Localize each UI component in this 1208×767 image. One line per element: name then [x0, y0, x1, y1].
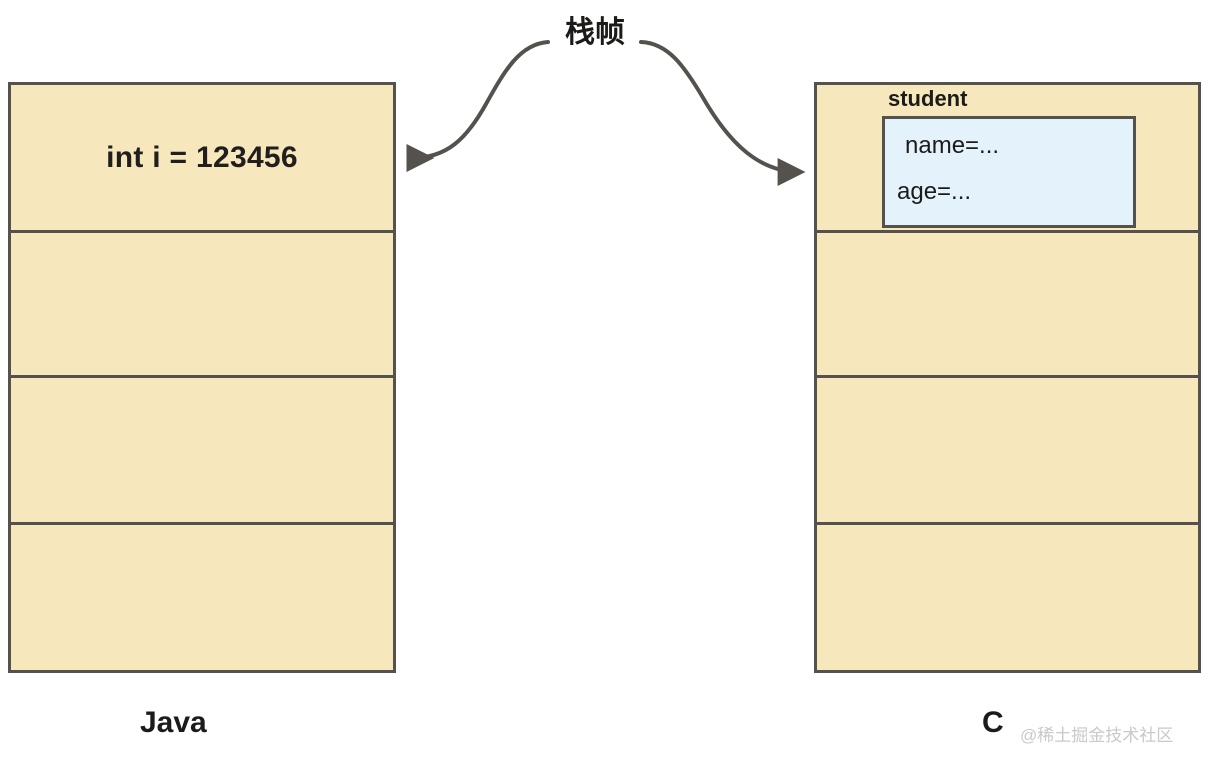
- java-stack-row-4: [11, 525, 393, 670]
- java-stack-row-1-text: int i = 123456: [106, 140, 298, 174]
- java-stack-row-2: [11, 233, 393, 378]
- c-caption: C: [982, 706, 1004, 739]
- java-stack-row-1: int i = 123456: [11, 85, 393, 233]
- student-field-name: name=...: [905, 132, 1000, 159]
- c-stack-row-3: [817, 378, 1198, 525]
- java-stack-row-3: [11, 378, 393, 525]
- arrow-to-c-frame: [639, 40, 806, 186]
- java-stack-frame-container: int i = 123456: [8, 82, 396, 673]
- student-object-group: student name=... age=...: [882, 86, 1138, 228]
- watermark-text: @稀土掘金技术社区: [1020, 726, 1174, 745]
- c-stack-row-4: [817, 525, 1198, 670]
- arrow-to-java-frame: [406, 40, 550, 173]
- student-field-age: age=...: [897, 178, 972, 205]
- java-caption: Java: [140, 706, 207, 739]
- student-object-title: student: [888, 86, 968, 111]
- c-stack-row-2: [817, 233, 1198, 378]
- student-object-fields-box: name=... age=...: [882, 116, 1136, 228]
- stack-frame-annotation-label: 栈帧: [565, 16, 625, 49]
